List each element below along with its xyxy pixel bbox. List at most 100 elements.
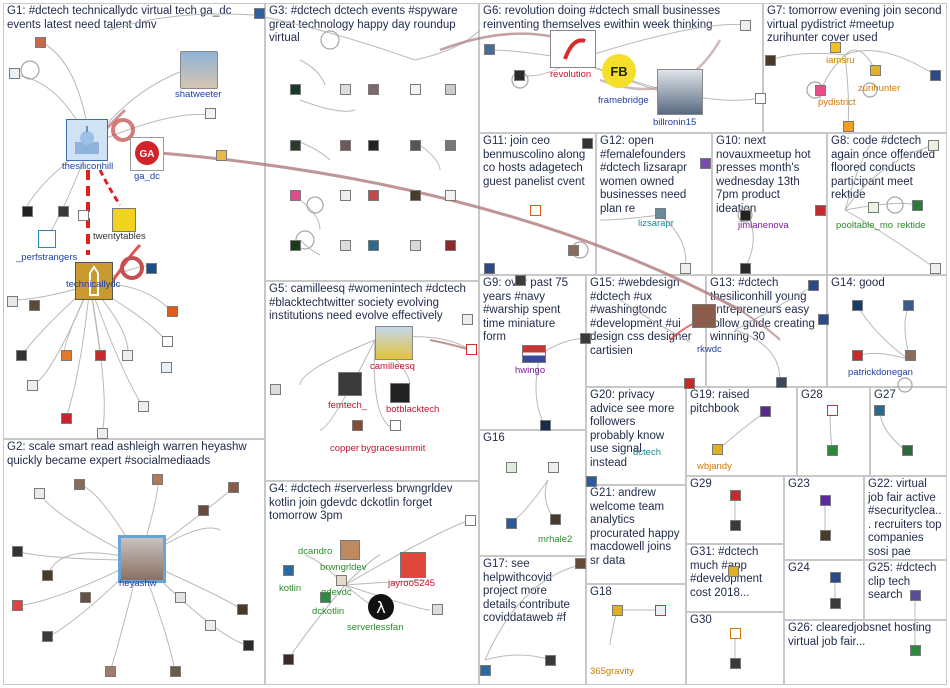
node[interactable] xyxy=(243,640,254,651)
node[interactable] xyxy=(320,592,331,603)
node[interactable] xyxy=(755,93,766,104)
node[interactable] xyxy=(586,476,597,487)
avatar-hwingo[interactable] xyxy=(522,345,546,363)
node[interactable] xyxy=(466,344,477,355)
node[interactable] xyxy=(902,445,913,456)
node[interactable] xyxy=(484,44,495,55)
node[interactable] xyxy=(868,202,879,213)
node[interactable] xyxy=(582,138,593,149)
node[interactable] xyxy=(432,604,443,615)
node[interactable] xyxy=(42,570,53,581)
node[interactable] xyxy=(7,296,18,307)
node[interactable] xyxy=(776,377,787,388)
avatar-twentytables[interactable] xyxy=(112,208,136,232)
node[interactable] xyxy=(465,515,476,526)
node[interactable] xyxy=(205,620,216,631)
node[interactable] xyxy=(237,604,248,615)
node[interactable] xyxy=(765,55,776,66)
node[interactable] xyxy=(808,280,819,291)
node[interactable] xyxy=(680,263,691,274)
avatar-ga_dc[interactable]: GA xyxy=(130,137,164,171)
node[interactable] xyxy=(216,150,227,161)
node[interactable] xyxy=(122,350,133,361)
node[interactable] xyxy=(340,84,351,95)
node[interactable] xyxy=(740,263,751,274)
node[interactable] xyxy=(340,240,351,251)
node[interactable] xyxy=(540,420,551,431)
node[interactable] xyxy=(74,479,85,490)
node[interactable] xyxy=(730,658,741,669)
node[interactable] xyxy=(61,413,72,424)
node[interactable] xyxy=(170,666,181,677)
node[interactable] xyxy=(830,42,841,53)
node[interactable] xyxy=(410,140,421,151)
node[interactable] xyxy=(730,520,741,531)
node[interactable] xyxy=(928,140,939,151)
node[interactable] xyxy=(22,206,33,217)
node[interactable] xyxy=(905,350,916,361)
node[interactable] xyxy=(283,654,294,665)
node[interactable] xyxy=(290,190,301,201)
node[interactable] xyxy=(820,495,831,506)
node[interactable] xyxy=(730,490,741,501)
avatar-revolution[interactable] xyxy=(550,30,596,68)
node[interactable] xyxy=(874,405,885,416)
node[interactable] xyxy=(35,37,46,48)
node[interactable] xyxy=(368,140,379,151)
node[interactable] xyxy=(97,428,108,439)
node[interactable] xyxy=(740,20,751,31)
node[interactable] xyxy=(545,655,556,666)
node[interactable] xyxy=(462,314,473,325)
node[interactable] xyxy=(930,263,941,274)
node[interactable] xyxy=(930,70,941,81)
node[interactable] xyxy=(730,628,741,639)
node[interactable] xyxy=(105,666,116,677)
node[interactable] xyxy=(390,420,401,431)
node[interactable] xyxy=(830,598,841,609)
node[interactable] xyxy=(290,84,301,95)
node[interactable] xyxy=(290,240,301,251)
node[interactable] xyxy=(167,306,178,317)
node[interactable] xyxy=(16,350,27,361)
avatar-perfstrangers[interactable] xyxy=(38,230,56,248)
node[interactable] xyxy=(12,600,23,611)
node[interactable] xyxy=(152,474,163,485)
node[interactable] xyxy=(410,240,421,251)
node[interactable] xyxy=(340,140,351,151)
node[interactable] xyxy=(283,565,294,576)
node[interactable] xyxy=(352,420,363,431)
node[interactable] xyxy=(228,482,239,493)
avatar-jayroo5245[interactable] xyxy=(400,552,426,578)
node[interactable] xyxy=(843,121,854,132)
node[interactable] xyxy=(903,300,914,311)
node[interactable] xyxy=(445,190,456,201)
node[interactable] xyxy=(568,245,579,256)
node[interactable] xyxy=(827,445,838,456)
node[interactable] xyxy=(480,665,491,676)
node[interactable] xyxy=(550,514,561,525)
node[interactable] xyxy=(34,488,45,499)
node[interactable] xyxy=(740,210,751,221)
node[interactable] xyxy=(175,592,186,603)
node[interactable] xyxy=(870,65,881,76)
node[interactable] xyxy=(161,362,172,373)
node[interactable] xyxy=(29,300,40,311)
node[interactable] xyxy=(815,85,826,96)
node[interactable] xyxy=(58,206,69,217)
node[interactable] xyxy=(205,108,216,119)
node[interactable] xyxy=(700,158,711,169)
node[interactable] xyxy=(580,333,591,344)
node[interactable] xyxy=(162,336,173,347)
node[interactable] xyxy=(27,380,38,391)
avatar-brwngrldev[interactable] xyxy=(340,540,360,560)
node[interactable] xyxy=(548,462,559,473)
avatar-heyashw[interactable] xyxy=(118,535,166,583)
avatar-serverlessfan[interactable]: λ xyxy=(368,594,394,620)
node[interactable] xyxy=(9,68,20,79)
node[interactable] xyxy=(655,208,666,219)
node[interactable] xyxy=(42,631,53,642)
node[interactable] xyxy=(612,605,623,616)
node[interactable] xyxy=(830,572,841,583)
node[interactable] xyxy=(852,350,863,361)
avatar-billronin15[interactable] xyxy=(657,69,703,115)
